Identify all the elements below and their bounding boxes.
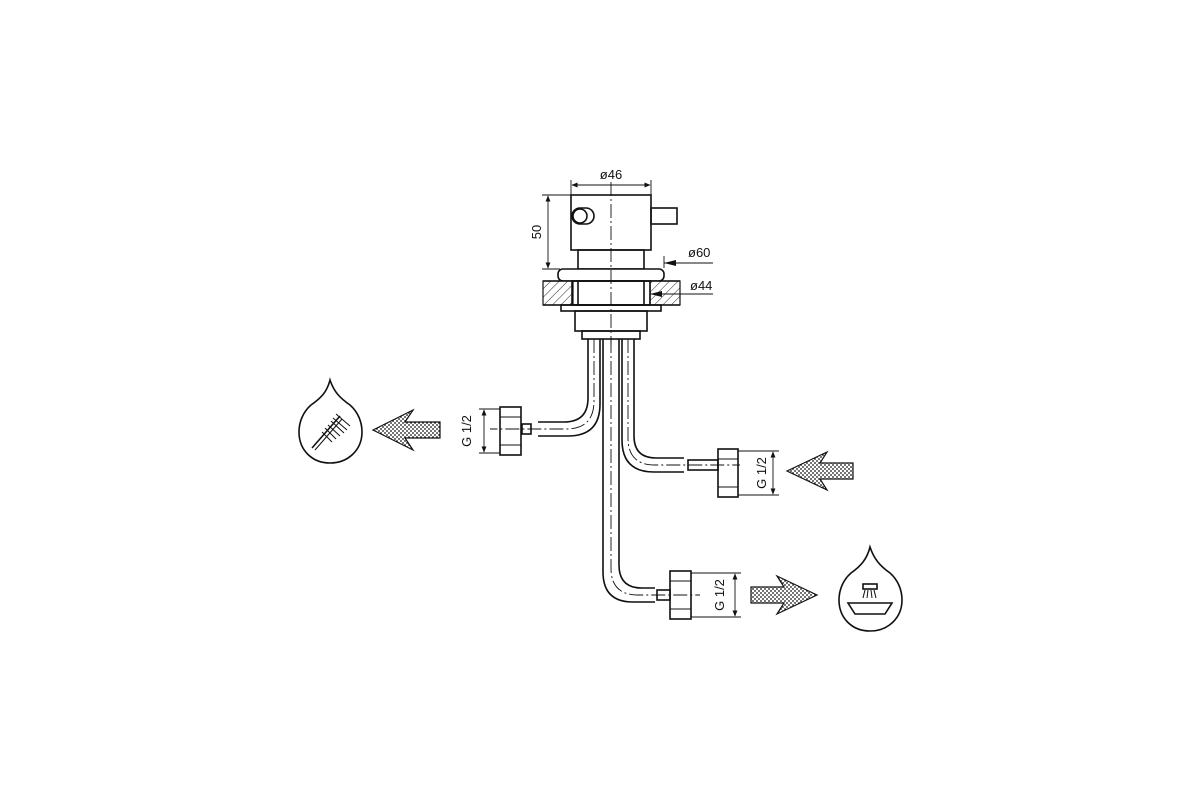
left-thread-label: G 1/2 — [459, 415, 474, 447]
hose-right — [621, 339, 740, 473]
outlet-arrow-bottom-icon — [750, 574, 819, 616]
dimension-height: 50 — [529, 194, 571, 270]
right-thread-label: G 1/2 — [754, 457, 769, 489]
dimension-left-thread: G 1/2 — [459, 408, 500, 454]
connector-left — [499, 406, 522, 456]
inlet-arrow-right-icon — [785, 450, 854, 492]
hole-diameter-label: ø44 — [690, 278, 712, 293]
height-label: 50 — [529, 225, 544, 239]
mixer-body — [542, 182, 681, 345]
connector-right — [717, 448, 739, 498]
dimension-top-diameter: ø46 — [570, 167, 652, 195]
flange-diameter-label: ø60 — [688, 245, 710, 260]
hand-shower-drop-icon — [298, 377, 363, 464]
dimension-right-thread: G 1/2 — [738, 450, 779, 496]
outlet-arrow-left-icon — [371, 408, 441, 452]
bath-spout-drop-icon — [838, 544, 903, 632]
dimension-bottom-thread: G 1/2 — [691, 572, 741, 618]
hose-left — [490, 339, 601, 437]
bottom-thread-label: G 1/2 — [712, 579, 727, 611]
dimension-hole-diameter: ø44 — [650, 278, 713, 297]
top-diameter-label: ø46 — [600, 167, 622, 182]
hose-bottom — [602, 339, 700, 603]
dimension-flange-diameter: ø60 — [663, 245, 713, 268]
connector-bottom — [669, 570, 692, 620]
